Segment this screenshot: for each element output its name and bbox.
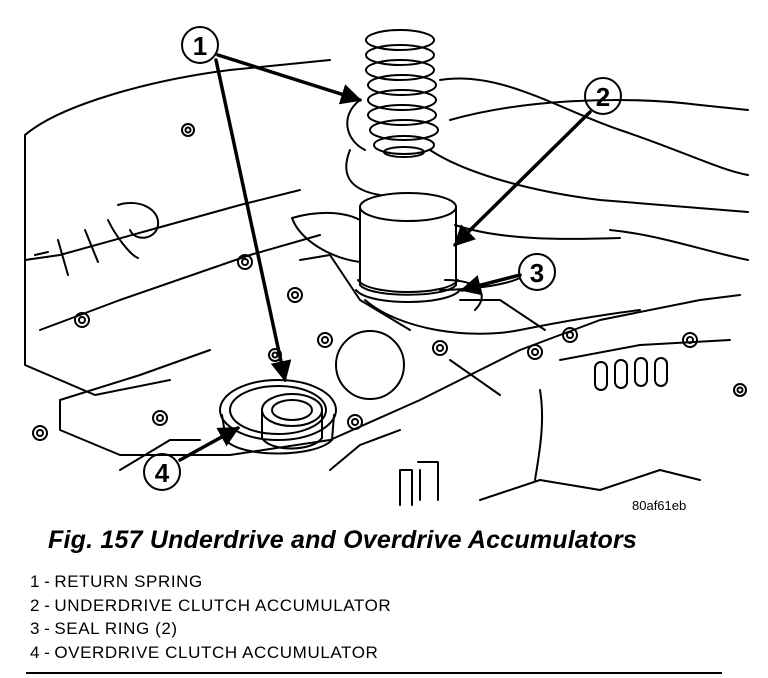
legend-item: 3-SEAL RING (2) xyxy=(30,617,391,641)
accumulator-illustration: 1 2 3 4 xyxy=(24,26,749,506)
callout-circle-1 xyxy=(181,26,219,64)
legend-item: 2-UNDERDRIVE CLUTCH ACCUMULATOR xyxy=(30,594,391,618)
legend-label: SEAL RING (2) xyxy=(54,619,178,638)
overdrive-bore xyxy=(219,379,337,455)
callout-label-2: 2 xyxy=(596,82,610,112)
legend-separator: - xyxy=(44,572,51,591)
leader-4 xyxy=(178,426,240,462)
valve-body-casting xyxy=(24,59,749,506)
legend-number: 1 xyxy=(30,572,41,591)
legend-list: 1-RETURN SPRING 2-UNDERDRIVE CLUTCH ACCU… xyxy=(30,570,391,664)
legend-label: OVERDRIVE CLUTCH ACCUMULATOR xyxy=(54,642,379,662)
legend-label: UNDERDRIVE CLUTCH ACCUMULATOR xyxy=(54,595,392,615)
legend-number: 4 xyxy=(30,642,41,662)
bottom-divider xyxy=(26,672,722,674)
legend-item: 1-RETURN SPRING xyxy=(30,570,391,594)
legend-label: RETURN SPRING xyxy=(54,572,203,591)
return-spring xyxy=(365,29,439,158)
underdrive-piston xyxy=(355,192,461,303)
hand xyxy=(291,77,749,335)
figure-caption: Fig. 157 Underdrive and Overdrive Accumu… xyxy=(48,526,638,554)
callout-circle-3 xyxy=(518,253,556,291)
leader-1b xyxy=(214,58,292,383)
legend-separator: - xyxy=(44,642,51,662)
casting-marks xyxy=(34,202,160,276)
legend-item: 4-OVERDRIVE CLUTCH ACCUMULATOR xyxy=(30,641,391,665)
legend-number: 2 xyxy=(30,595,41,615)
callout-label-4: 4 xyxy=(155,458,170,488)
legend-number: 3 xyxy=(30,619,41,638)
leader-1a xyxy=(216,53,363,105)
callout-circle-4 xyxy=(143,453,181,491)
legend-separator: - xyxy=(44,595,51,615)
image-code: 80af61eb xyxy=(632,498,687,513)
callout-label-3: 3 xyxy=(530,258,544,288)
leader-2 xyxy=(453,110,592,247)
leader-3 xyxy=(459,273,522,296)
callout-label-1: 1 xyxy=(193,31,207,61)
legend-separator: - xyxy=(44,619,51,638)
callout-circle-2 xyxy=(584,77,622,115)
